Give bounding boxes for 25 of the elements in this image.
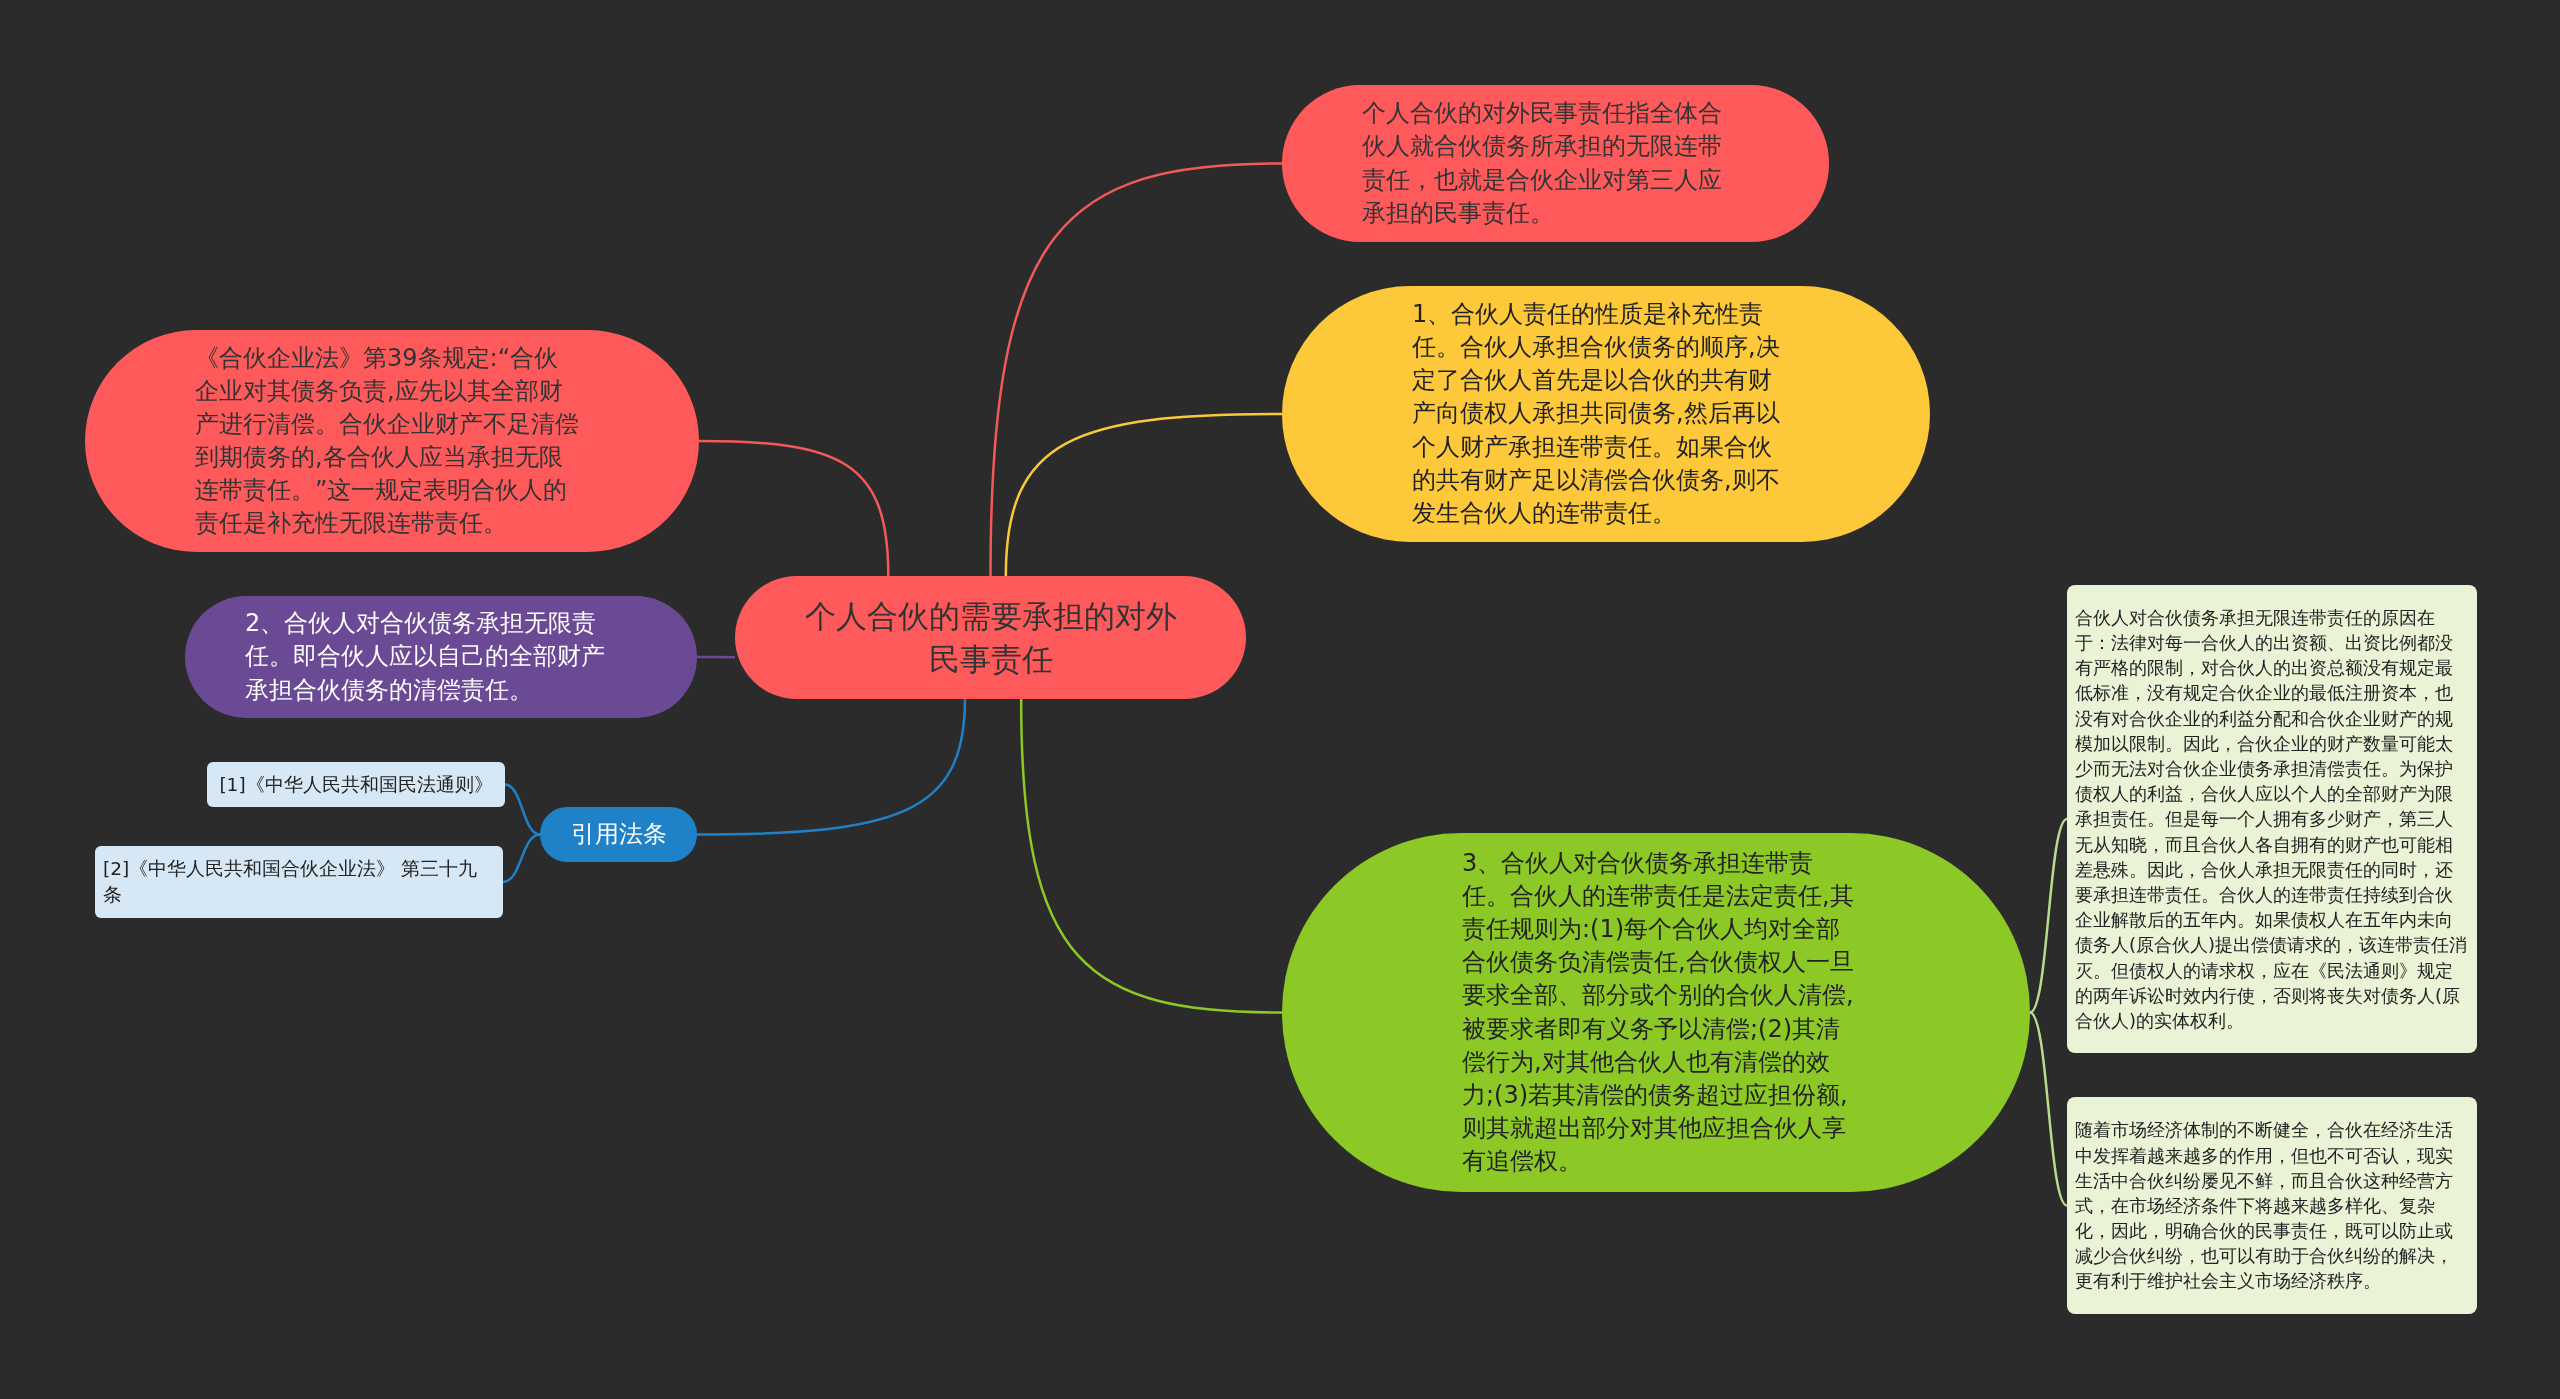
connector-line xyxy=(2029,1011,2068,1207)
topic-bubble xyxy=(540,807,697,862)
connector-line xyxy=(697,655,735,659)
node-text: 3、合伙人对合伙债务承担连带责任。合伙人的连带责任是法定责任,其责任规则为:(1)每个合伙人均对全部合伙债务负清偿责任,合伙债权人一旦要求全部、部分或个别的合伙人清偿,被要求者即有义务予以清偿;(2)其清偿行为,对其他合伙人也有清偿的效力;(3)若其清偿的债务超过应担份额,则其就超出部分对其他应担合伙人享有追偿权。 xyxy=(1462,847,1855,1177)
node-text: [2]《中华人民共和国合伙企业法》 第三十九条 xyxy=(103,857,479,907)
reference-box xyxy=(95,846,503,918)
reference-box xyxy=(207,762,505,807)
node-text: 1、合伙人责任的性质是补充性责任。合伙人承担合伙债务的顺序,决定了合伙人首先是以合伙的共有财产向债权人承担共同债务,然后再以个人财产承担连带责任。如果合伙的共有财产足以清偿合伙债务,则不发生合伙人的连带责任。 xyxy=(1412,299,1781,529)
node-text: 《合伙企业法》第39条规定:“合伙企业对其债务负责,应先以其全部财产进行清偿。合伙企业财产不足清偿到期债务的,各合伙人应当承担无限连带责任。”这一规定表明合伙人的责任是补充性无限连带责任。 xyxy=(195,342,579,540)
note-box xyxy=(2067,1097,2477,1314)
connector-line xyxy=(989,162,1283,577)
node-text: 随着市场经济体制的不断健全，合伙在经济生活中发挥着越来越多的作用，但也不可否认，现实生活中合伙纠纷屡见不鲜，而且合伙这种经营方式，在市场经济条件下将越来越多样化、复杂化，因此，明确合伙的民事责任，既可以防止或减少合伙纠纷，也可以有助于合伙纠纷的解决，更有利于维护社会主义市场经济秩序。 xyxy=(2075,1118,2454,1294)
connector-line xyxy=(504,783,541,836)
node-text: [1]《中华人民共和国民法通则》 xyxy=(219,772,493,797)
connector-line xyxy=(699,439,890,577)
node-text: 合伙人对合伙债务承担无限连带责任的原因在于：法律对每一合伙人的出资额、出资比例都没有严格的限制，对合伙人的出资总额没有规定最低标准，没有规定合伙企业的最低注册资本，也没有对合伙企业的利益分配和合伙企业财产的规模加以限制。因此，合伙企业的财产数量可能太少而无法对合伙企业债务承担清偿责任。为保护债权人的利益，合伙人应以个人的全部财产为限承担责任。但是每一个人拥有多少财产，第三人无从知晓，而且合伙人各自拥有的财产也可能相差悬殊。因此，合伙人承担无限责任的同时，还要承担连带责任。合伙人的连带责任持续到合伙企业解散后的五年内。如果债权人在五年内未向债务人(原合伙人)提出偿债请求的，该连带责任消灭。但债权人的请求权，应在《民法通则》规定的两年诉讼时效内行使，否则将丧失对债务人(原合伙人)的实体权利。 xyxy=(2075,605,2469,1033)
connector-line xyxy=(1004,412,1282,577)
node-text: 引用法条 xyxy=(570,818,667,850)
connector-line xyxy=(697,698,967,836)
connector-line xyxy=(1019,698,1283,1014)
connector-line xyxy=(2029,818,2068,1014)
topic-title: 个人合伙的需要承担的对外民事责任 xyxy=(803,596,1178,679)
node-text: 个人合伙的对外民事责任指全体合伙人就合伙债务所承担的无限连带责任，也就是合伙企业对第三人应承担的民事责任。 xyxy=(1362,98,1723,229)
node-text: 2、合伙人对合伙债务承担无限责任。即合伙人应以自己的全部财产承担合伙债务的清偿责任。 xyxy=(245,608,606,706)
connector-line xyxy=(502,833,541,884)
